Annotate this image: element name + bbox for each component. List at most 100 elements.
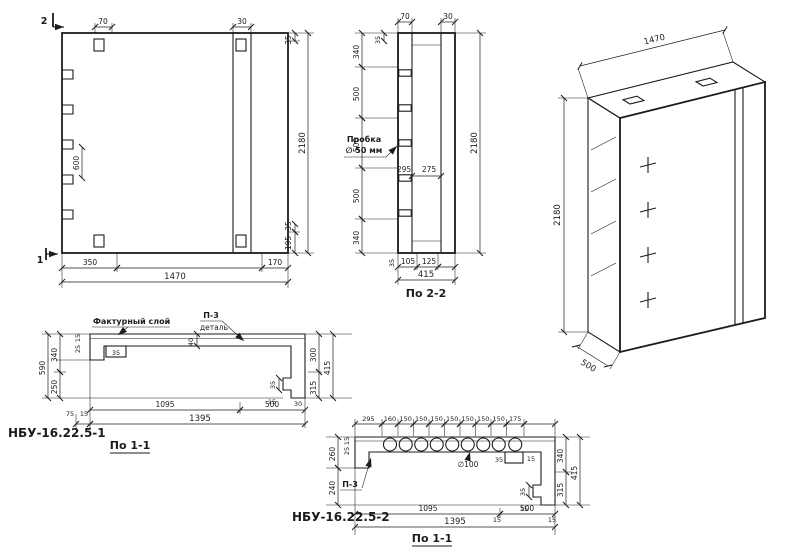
dim-left-small-mid: 25 [74,345,82,353]
dim-right-stack-bottom: 315 [556,483,565,498]
dim-left-stack-top: 340 [50,348,59,363]
dim-top-8: 150 [493,415,505,423]
dim-top-9: 175 [509,415,521,423]
dim-top-7: 150 [477,415,489,423]
cut-mark-2-label: 2 [41,16,48,27]
hole-row [382,437,523,452]
hole [414,437,429,452]
dim-top-2: 150 [400,415,412,423]
hole-dim-label: ∅100 [458,460,479,469]
elevation-view: 600 70 30 35 35 195 2180 [37,13,314,288]
dim-left-stack-top: 260 [328,447,337,462]
hole [445,437,460,452]
hole [508,437,523,452]
dim-bottom-right: 170 [268,258,283,267]
top-socket [694,77,719,87]
front-flange [397,32,413,254]
plug [398,139,412,147]
lifting-hook [62,104,74,115]
dim-top-4: 150 [431,415,443,423]
top-face [586,61,767,119]
dim-height: 2180 [553,204,563,226]
dim-bottom-total: 1395 [444,517,466,527]
side-face-texture [590,136,617,277]
plug [398,69,412,77]
cut-mark-1-label: 1 [37,255,44,266]
section-cut-marks: 2 1 [37,13,64,266]
dim-notch-b: 15 [520,505,528,513]
dim-flange: 40 [187,338,195,346]
lifting-hook [62,139,74,150]
dim-left-stack-bottom: 250 [50,380,59,395]
part-number: НБУ-16.22.5-2 [292,510,390,524]
pocket-detail [105,345,127,358]
dim-bottom-left: 1095 [155,400,174,409]
dim-width-total: 1470 [164,272,186,282]
detail-callout-sub: деталь [200,323,228,332]
lifting-hook [62,69,74,80]
dim-left-total: 590 [38,361,47,376]
corner-socket [235,234,247,248]
dim-bottom-left: 350 [83,258,98,267]
dim-top-3: 150 [415,415,427,423]
section-1-1-view-1: 35 Фактурный слой П-3 деталь 40 15 25 34… [8,311,352,454]
dim-left-stack-4: 500 [352,189,361,204]
dim-left-small-mid: 25 [343,447,351,455]
dim-bottom-right: 500 [265,400,280,409]
corner-socket [235,38,247,52]
dim-bottom-right: 125 [422,257,437,266]
section-1-1b-title: По 1-1 [412,532,452,545]
hole [491,437,506,452]
dim-mid-left: 295 [397,165,412,174]
corner-socket [93,234,105,248]
dim-left-small-top: 15 [343,437,351,445]
dim-bottom-small-b: 15 [548,516,556,524]
dim-height-total: 2180 [470,132,480,154]
hole-callout: ∅100 [458,451,479,469]
dim-left-stack-1: 340 [352,45,361,60]
hole [382,437,398,452]
dim-top-0: 295 [362,415,374,423]
section-outline [397,32,456,254]
dim-notch-a: 35 [519,488,527,496]
dim-right-stack-top: 340 [556,449,565,464]
texture-layer-label: Фактурный слой [93,317,170,326]
plug [398,209,412,217]
isometric-view: 1470 2180 500 [553,26,767,375]
hole [476,437,491,452]
dim-bottom-left: 1095 [418,504,437,513]
dim-right-stack-top: 300 [309,348,318,363]
detail-callout-label: П-3 [342,480,358,489]
section-1-1a-dimensions: 40 15 25 340 250 590 300 315 415 [38,330,352,428]
dim-hook-spacing: 600 [72,156,81,171]
dim-bottom-right: 500 [520,504,535,513]
dim-left-stack-bottom: 240 [328,481,337,496]
dim-top-left: 70 [400,12,410,21]
detail-callout-label: П-3 [203,311,219,320]
plug [398,104,412,112]
hole [398,437,413,452]
dim-top-left: 70 [98,17,108,26]
elevation-outline [61,32,289,254]
dim-notch-a: 35 [269,381,277,389]
dim-top-right: 30 [443,12,453,21]
dim-bottom-total: 1395 [189,414,211,424]
dim-left-stack-3: 500 [352,138,361,153]
dim-left-stack-2: 500 [352,87,361,102]
top-socket [621,95,646,105]
dim-right-total: 415 [570,466,579,481]
montage-loop-marks [639,157,657,308]
pocket-dim-b: 15 [527,455,535,463]
detail-callout: П-3 деталь [200,311,245,342]
dim-left-stack-5: 340 [352,231,361,246]
section-2-2-title: По 2-2 [406,287,446,300]
lifting-hook [62,209,74,220]
dim-bottom-side: 35 [388,259,396,267]
dim-left-small-top: 15 [74,334,82,342]
dim-right-bottom-small: 35 [284,221,293,231]
hole [460,437,475,452]
dim-right-top: 35 [284,35,293,45]
dim-top-1: 160 [384,415,396,423]
dim-notch-b: 15 [268,398,276,406]
section-2-2-dimensions: 70 30 35 340 500 500 500 340 295 2 [352,12,486,285]
